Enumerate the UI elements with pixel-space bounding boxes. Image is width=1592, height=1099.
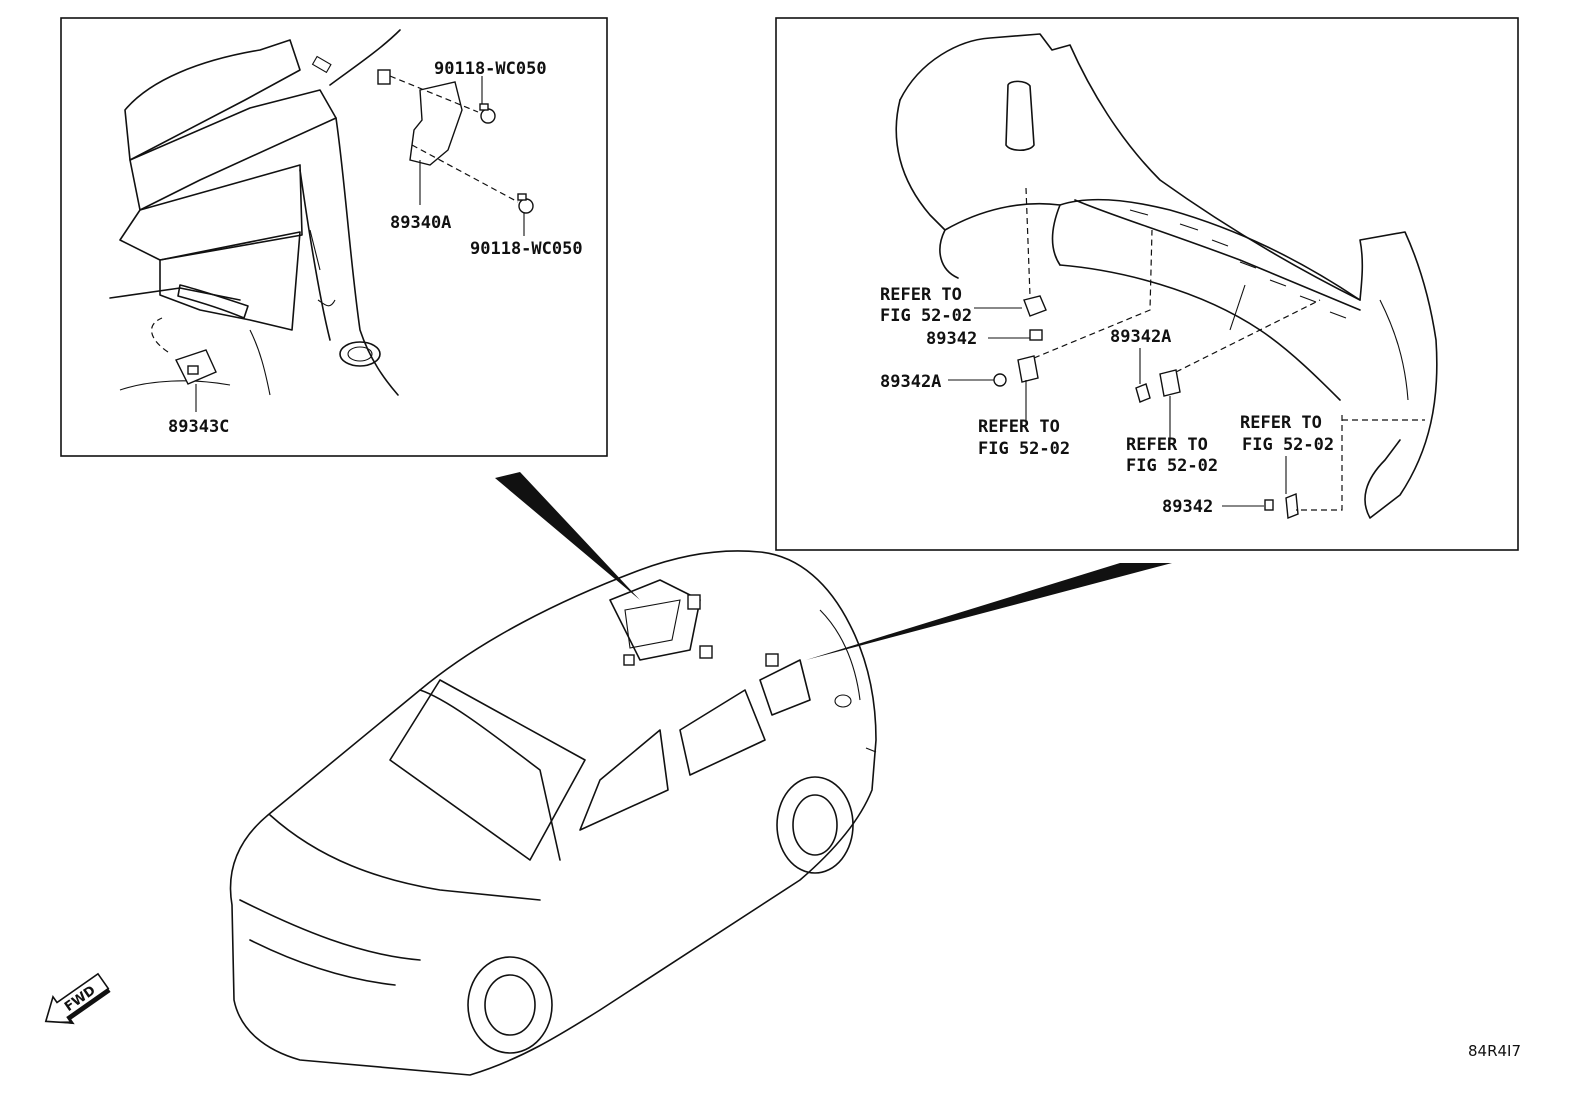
label-refer-2-line1: REFER TO: [978, 417, 1060, 437]
label-retainer-89342a-right: 89342A: [1110, 327, 1171, 347]
label-refer-4-line2: FIG 52-02: [1242, 435, 1334, 455]
label-sensor-89342-upper: 89342: [926, 329, 977, 349]
label-sensor-89343c: 89343C: [168, 417, 229, 437]
label-refer-3-line1: REFER TO: [1126, 435, 1208, 455]
left-detail-panel: [60, 17, 608, 457]
label-refer-3-line2: FIG 52-02: [1126, 456, 1218, 476]
fwd-arrow-icon: FWD: [44, 972, 111, 1025]
right-detail-panel: [775, 17, 1519, 551]
label-refer-1-line2: FIG 52-02: [880, 306, 972, 326]
label-refer-1-line1: REFER TO: [880, 285, 962, 305]
pointer-right: [806, 563, 1172, 660]
label-bolt-upper: 90118-WC050: [434, 59, 547, 79]
label-retainer-89342a-left: 89342A: [880, 372, 941, 392]
label-refer-2-line2: FIG 52-02: [978, 439, 1070, 459]
pointer-left: [495, 472, 640, 600]
vehicle-outline: [229, 550, 877, 1076]
label-sensor-89342-lower: 89342: [1162, 497, 1213, 517]
label-bracket: 89340A: [390, 213, 451, 233]
diagram-code: 84R4I7: [1468, 1042, 1521, 1060]
label-bolt-lower: 90118-WC050: [470, 239, 583, 259]
label-refer-4-line1: REFER TO: [1240, 413, 1322, 433]
